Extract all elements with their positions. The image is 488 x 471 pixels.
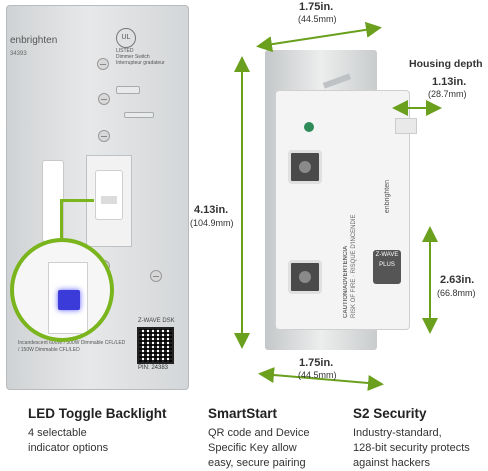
terminal-screw-icon <box>288 150 322 184</box>
feature-smartstart: SmartStart QR code and Device Specific K… <box>208 406 348 471</box>
qr-code-icon <box>137 327 174 364</box>
feature-s2-security: S2 Security Industry-standard, 128-bit s… <box>353 406 487 471</box>
led-backlight-icon <box>58 290 80 310</box>
vent-slot <box>124 112 154 118</box>
dim-inner: 2.63in. <box>440 274 475 286</box>
mount-screw-icon <box>150 270 162 282</box>
dim-width-top-mm: (44.5mm) <box>298 14 337 24</box>
dim-depth: 1.13in. <box>432 76 467 88</box>
feature-desc-line: easy, secure pairing <box>208 457 306 469</box>
feature-desc-line: indicator options <box>28 442 109 454</box>
dim-depth-mm: (28.7mm) <box>428 89 467 99</box>
dim-inner-mm: (66.8mm) <box>437 288 476 298</box>
toggle-switch[interactable] <box>95 170 123 220</box>
mount-screw-icon <box>98 130 110 142</box>
ground-screw-icon <box>304 122 314 132</box>
feature-desc-line: Specific Key allow <box>208 442 297 454</box>
dim-width-bottom-mm: (44.5mm) <box>298 370 337 380</box>
zwave-badge: Z-WAVE PLUS <box>373 250 401 284</box>
dim-width-top: 1.75in. <box>299 1 334 13</box>
housing-tab <box>395 118 417 134</box>
switch-housing <box>275 90 410 330</box>
feature-desc-line: Industry-standard, <box>353 427 442 439</box>
feature-desc-line: QR code and Device <box>208 427 310 439</box>
feature-desc-line: 128-bit security protects <box>353 442 470 454</box>
width-top-arrow <box>256 21 382 53</box>
vent-slot <box>116 86 140 94</box>
feature-led-backlight: LED Toggle Backlight 4 selectable indica… <box>28 406 203 456</box>
cert-sub: Dimmer Switch Interrupteur gradateur <box>116 54 165 66</box>
feature-title: LED Toggle Backlight <box>28 406 167 421</box>
rating-text: Incandescent 600W / 300W Dimmable CFL/LE… <box>18 340 126 353</box>
width-bottom-arrow <box>258 367 384 391</box>
dim-depth-label: Housing depth <box>409 58 483 70</box>
dsk-pin: PIN: 24383 <box>138 365 169 371</box>
dim-height-mm: (104.9mm) <box>190 218 234 228</box>
mount-screw-icon <box>98 93 110 105</box>
callout-line <box>60 199 94 202</box>
brand-logo: enbrighten <box>10 35 58 46</box>
dim-width-bottom: 1.75in. <box>299 357 334 369</box>
feature-title: S2 Security <box>353 406 427 421</box>
led-magnifier <box>10 238 114 342</box>
terminal-screw-icon <box>288 260 322 294</box>
zwave-badge-text: Z-WAVE PLUS <box>375 252 399 268</box>
model-number: 34393 <box>10 51 27 57</box>
feature-desc-line: against hackers <box>353 457 431 469</box>
qr-label: Z-WAVE DSK <box>138 318 175 324</box>
feature-desc-line: 4 selectable <box>28 427 87 439</box>
ul-certification: UL LISTED Dimmer Switch Interrupteur gra… <box>116 28 168 66</box>
feature-title: SmartStart <box>208 406 278 421</box>
dim-height: 4.13in. <box>194 204 229 216</box>
mount-screw-icon <box>97 58 109 70</box>
cert-listed: LISTED <box>116 48 134 54</box>
toggle-led-window <box>101 196 117 204</box>
callout-line <box>60 199 63 241</box>
